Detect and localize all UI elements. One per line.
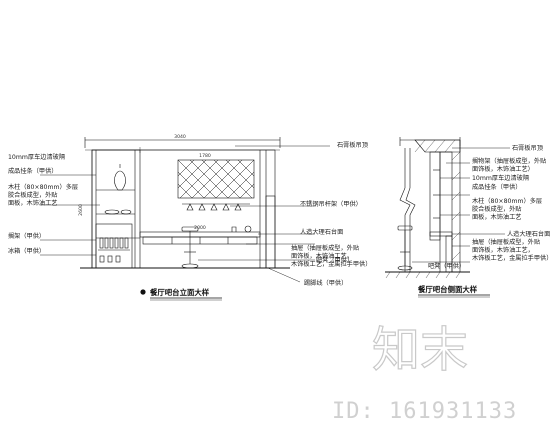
glass-rack-icon	[182, 203, 250, 211]
label-stool: 吧凳（甲供）	[316, 256, 353, 264]
front-left-leaders	[40, 174, 100, 256]
wine-rack-pattern	[177, 159, 255, 199]
front-right-labels: 石膏板吊顶 不锈钢吊杆架（甲供） 人造大理石台面 抽屉（抽屉板成型，外贴 面饰板…	[291, 141, 371, 287]
watermark-logo: 知末	[372, 322, 468, 378]
side-title: 餐厅吧台侧面大样	[417, 285, 478, 294]
watermark-id: ID: 161931133	[332, 399, 517, 424]
front-title-group: 餐厅吧台立面大样	[140, 288, 222, 301]
side-label-shelf: 搁物架（抽屉板成型，外贴	[472, 157, 546, 165]
side-label-drawer: 抽屉（抽屉板成型，外贴	[472, 238, 540, 246]
dim-width-total: 3040	[174, 134, 186, 140]
dim-rack-width: 1780	[199, 153, 211, 159]
label-post-2: 胶合板成型，外贴	[8, 191, 58, 199]
label-post: 木柱（80×80mm）多层	[8, 183, 78, 191]
label-hanger-rod: 不锈钢吊杆架（甲供）	[300, 200, 362, 208]
front-elevation	[80, 137, 290, 269]
bar-stool-front	[181, 226, 199, 269]
front-right-leaders	[198, 145, 330, 283]
bar-stool-side	[397, 225, 413, 271]
label-glass: 10mm厚车边清玻隔	[8, 153, 65, 161]
side-elevation	[385, 137, 470, 279]
side-title-group: 餐厅吧台侧面大样	[417, 285, 490, 298]
bottles-icon	[98, 237, 130, 263]
side-label-post-2: 胶合板成型，外贴	[472, 205, 522, 213]
front-left-labels: 10mm厚车边清玻隔 成品挂条（甲供） 木柱（80×80mm）多层 胶合板成型，…	[8, 153, 78, 255]
label-drawer: 抽屉（抽屉板成型，外贴	[291, 244, 359, 252]
front-dimensions: 3040 1780 2000 2600	[78, 134, 211, 231]
label-fridge: 冰箱（甲供）	[8, 247, 45, 255]
side-label-drawer-3: 木饰板工艺，金属拉手甲供）	[472, 254, 552, 262]
label-rack: 搁架（甲供）	[8, 232, 45, 240]
side-label-ceiling: 石膏板吊顶	[512, 144, 543, 152]
label-hanger: 成品挂条（甲供）	[8, 167, 58, 175]
side-labels: 石膏板吊顶 搁物架（抽屉板成型，外贴 面饰板，木饰油工艺） 10mm厚车边清玻隔…	[428, 144, 552, 270]
label-drawer-2: 面饰板，木饰油工艺，	[291, 252, 353, 260]
front-title: 餐厅吧台立面大样	[149, 288, 210, 297]
label-drawer-3: 木饰板工艺，金属拉手甲供）	[291, 260, 371, 268]
label-counter: 人造大理石台面	[300, 228, 343, 236]
side-label-shelf-2: 面饰板，木饰油工艺）	[472, 165, 534, 173]
label-ceiling: 石膏板吊顶	[337, 141, 368, 149]
side-label-glass: 10mm厚车边清玻隔	[472, 174, 529, 182]
side-label-stool: 吧凳（甲供）	[428, 262, 465, 270]
wall-hatch	[451, 151, 461, 261]
label-baseboard: 踢脚线（甲供）	[304, 279, 347, 287]
side-label-drawer-2: 面饰板，木饰油工艺，	[472, 246, 534, 254]
side-label-post: 木柱（80×80mm）多层	[472, 197, 542, 205]
side-label-counter: 人造大理石台面	[507, 230, 550, 238]
label-post-3: 面板，木饰油工艺	[8, 199, 58, 207]
side-leaders	[412, 147, 510, 263]
dim-counter-width: 2000	[194, 225, 206, 231]
watermark: 知末 ID: 161931133	[332, 321, 517, 424]
side-label-hanger: 成品挂条（甲供）	[472, 183, 522, 191]
dim-height: 2600	[78, 204, 84, 216]
side-label-post-3: 面板，木饰油工艺	[472, 213, 522, 221]
